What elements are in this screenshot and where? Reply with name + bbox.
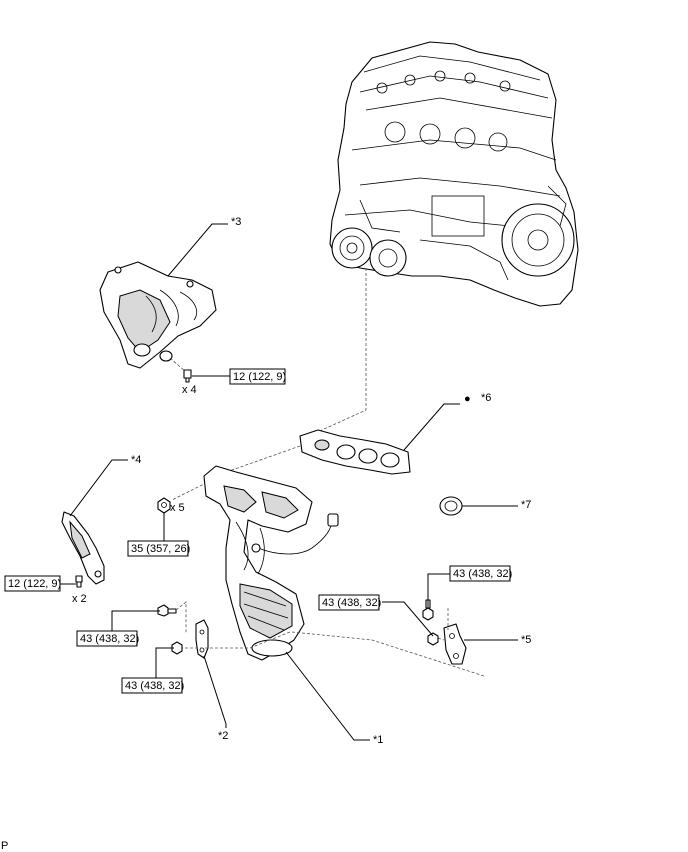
manifold-nut-icon (157, 497, 171, 514)
stay-bolt-icon (75, 575, 83, 588)
torque-7-label: 43 (438, 32) (322, 597, 381, 609)
exhaust-manifold-converter-part (203, 465, 339, 661)
torque-3-box (4, 575, 61, 592)
torque-6-label: 43 (438, 32) (125, 680, 184, 692)
callout-6-label: *6 (481, 392, 491, 404)
manifold-stay-left-part (61, 511, 105, 585)
callout-4-leader (69, 459, 128, 517)
torque-5-leader (427, 573, 450, 608)
torque-7-box (318, 594, 380, 611)
callout-2-leader (203, 655, 227, 728)
torque-2-box (127, 540, 189, 557)
quantity-x2-label: x 2 (72, 593, 87, 605)
callout-5-label: *5 (521, 634, 531, 646)
gasket-guide-line (171, 445, 301, 501)
torque-4-label: 43 (438, 32) (80, 633, 139, 645)
engine-assembly-illustration (329, 41, 579, 307)
torque-1-label: 12 (122, 9) (233, 371, 286, 383)
quantity-x5-label: x 5 (170, 502, 185, 514)
insulator-bolt-icon (183, 369, 192, 383)
bracket-nut-icon (171, 641, 183, 655)
bolt-guide-line-1 (175, 601, 187, 634)
torque-4-box (76, 630, 138, 647)
torque-5-label: 43 (438, 32) (453, 568, 512, 580)
stay-right-nut-icon (427, 632, 439, 646)
torque-1-box (229, 368, 286, 385)
insulator-bolt-guide (169, 357, 187, 373)
manifold-gasket-part (299, 429, 411, 475)
torque-4-leader (111, 610, 160, 631)
torque-5-box (449, 565, 511, 582)
engine-guide-line (299, 268, 367, 441)
stay-bolt-2-icon (157, 604, 177, 617)
manifold-bracket-part (195, 619, 209, 659)
manifold-stay-right-part (443, 623, 467, 665)
quantity-x4-label: x 4 (182, 384, 197, 396)
torque-7-leader (382, 601, 434, 637)
stay-right-guide-line (291, 608, 485, 677)
callout-3-label: *3 (231, 216, 241, 228)
callout-7-label: *7 (521, 499, 531, 511)
torque-6-leader (155, 647, 174, 678)
exhaust-ring-gasket-part (439, 496, 463, 516)
callout-6-leader (403, 403, 460, 451)
figure-code: P (1, 840, 8, 852)
torque-6-box (121, 677, 183, 694)
callout-4-label: *4 (131, 454, 141, 466)
callout-1-leader (285, 651, 370, 741)
callout-3-leader (167, 223, 228, 277)
callout-1-label: *1 (373, 734, 383, 746)
heat-insulator-part (99, 261, 217, 369)
callout-2-label: *2 (218, 730, 228, 742)
torque-2-label: 35 (357, 26) (131, 543, 190, 555)
bracket-guide-line (180, 631, 291, 649)
non-reusable-mark: ● (464, 393, 471, 405)
torque-3-label: 12 (122, 9) (8, 578, 61, 590)
